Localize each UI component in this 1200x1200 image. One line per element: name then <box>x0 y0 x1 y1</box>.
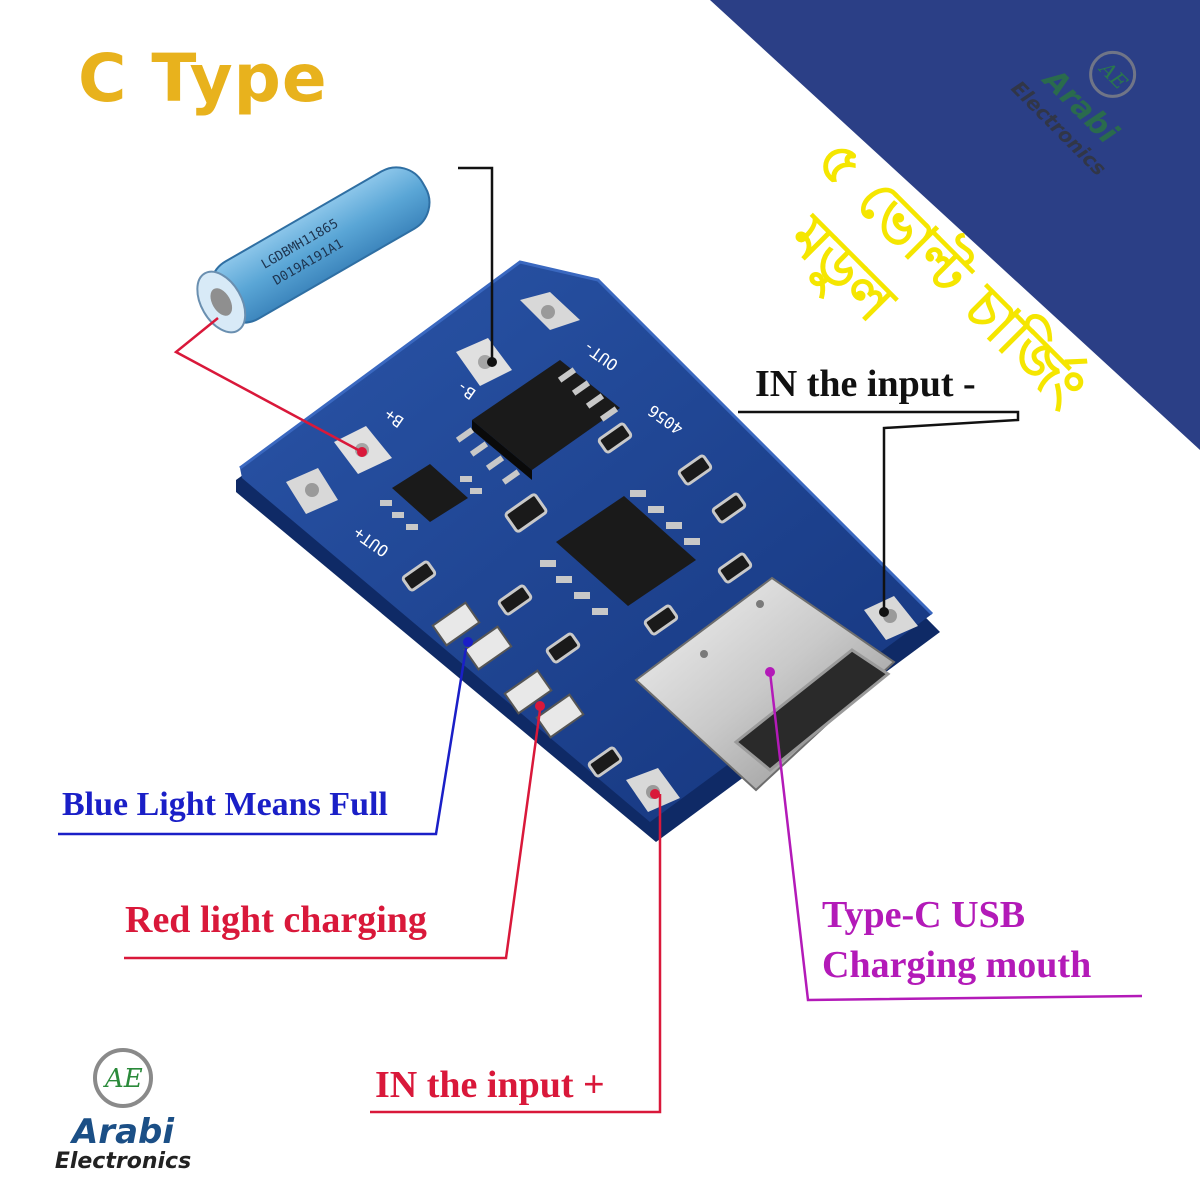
logo-name: Arabi <box>71 1112 175 1152</box>
ae-logo-icon: AE <box>93 1048 153 1108</box>
led-red <box>503 669 585 739</box>
pad-top-right <box>520 292 580 330</box>
watermark-monogram: AE <box>1094 55 1133 94</box>
line-red <box>124 709 542 960</box>
ae-monogram-icon: AE <box>1089 50 1137 98</box>
watermark-logo: AE Arabi Electronics <box>990 0 1191 197</box>
line-blue <box>58 647 468 836</box>
brand-logo: AE Arabi Electronics <box>38 1045 208 1175</box>
battery: LGDBMH11865 D019A191A1 <box>196 166 431 334</box>
ic-main <box>540 490 700 615</box>
label-typec-line-2: Charging mouth <box>822 944 1092 986</box>
label-in-minus: IN the input - <box>755 363 976 405</box>
logo-sub: Electronics <box>54 1149 192 1174</box>
ic-u2 <box>380 464 482 530</box>
label-blue-light: Blue Light Means Full <box>62 786 388 823</box>
label-in-plus: IN the input + <box>375 1064 605 1106</box>
label-typec: Type-C USB Charging mouth <box>822 890 1091 990</box>
line-in-minus <box>738 410 1020 612</box>
led-blue <box>431 601 513 671</box>
pcb-board: B- B+ OUT- OUT+ 4056 <box>236 260 940 842</box>
line-in-plus <box>370 794 662 1114</box>
pad-left <box>286 468 338 514</box>
label-typec-line-1: Type-C USB <box>822 894 1026 936</box>
line-typec <box>768 671 1143 1002</box>
page-title: C Type <box>78 40 328 117</box>
logo-monogram: AE <box>103 1064 143 1094</box>
label-red-light: Red light charging <box>125 899 427 941</box>
banner-triangle <box>710 0 1200 450</box>
line-battery-plus <box>173 317 363 454</box>
line-battery-minus <box>458 166 494 362</box>
usb-c-connector <box>634 576 896 792</box>
ic-top <box>455 360 620 485</box>
